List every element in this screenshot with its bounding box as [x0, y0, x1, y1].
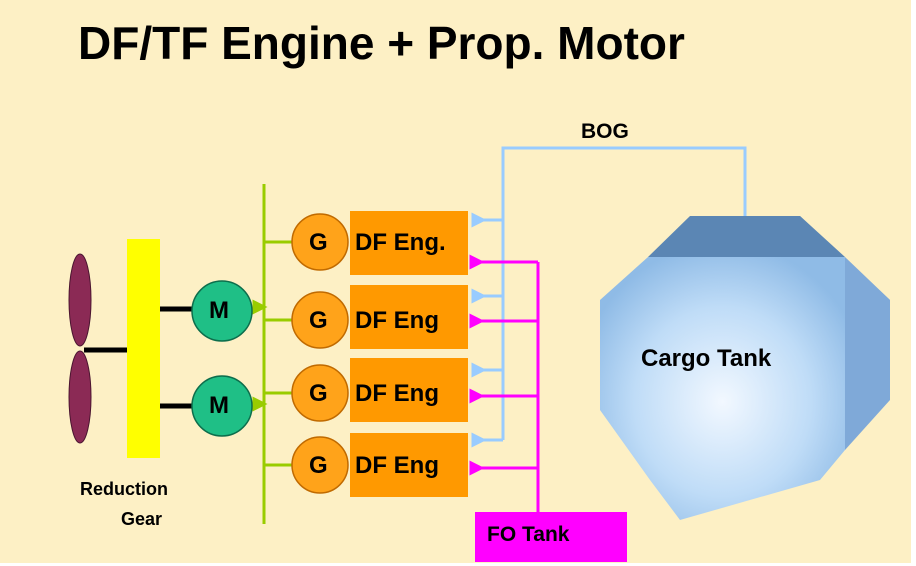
- engine-label-4: DF Eng: [355, 452, 439, 479]
- engine-block-3: [350, 358, 468, 422]
- bog-label: BOG: [581, 120, 629, 143]
- motor-circle-1: [191, 280, 253, 342]
- generator-circle-3: [291, 364, 349, 422]
- bog-line: [501, 146, 747, 440]
- engine-block-1: [350, 211, 468, 275]
- generator-label-4: G: [309, 452, 328, 479]
- generator-circle-1: [291, 213, 349, 271]
- motor-label-1: M: [209, 297, 229, 324]
- motor-label-2: M: [209, 392, 229, 419]
- page-title: DF/TF Engine + Prop. Motor: [78, 17, 685, 69]
- engine-block-4: [350, 433, 468, 497]
- generator-circle-4: [291, 436, 349, 494]
- generator-circle-2: [291, 291, 349, 349]
- generator-label-2: G: [309, 307, 328, 334]
- engine-label-3: DF Eng: [355, 380, 439, 407]
- generator-label-3: G: [309, 380, 328, 407]
- reduction-gear-label-line2: Gear: [121, 509, 163, 529]
- cargo-tank-label: Cargo Tank: [641, 345, 772, 372]
- motor-circle-2: [191, 375, 253, 437]
- reduction-gear-label: Reduction: [80, 479, 168, 499]
- engine-block-2: [350, 285, 468, 349]
- generator-label-1: G: [309, 229, 328, 256]
- propeller: [68, 253, 92, 444]
- cargo-tank: [600, 216, 890, 520]
- engine-label-2: DF Eng: [355, 307, 439, 334]
- fo-tank-label: FO Tank: [487, 523, 570, 546]
- reduction-gear: [127, 239, 160, 458]
- fo-tank: [475, 512, 627, 562]
- engine-label-1: DF Eng.: [355, 229, 446, 256]
